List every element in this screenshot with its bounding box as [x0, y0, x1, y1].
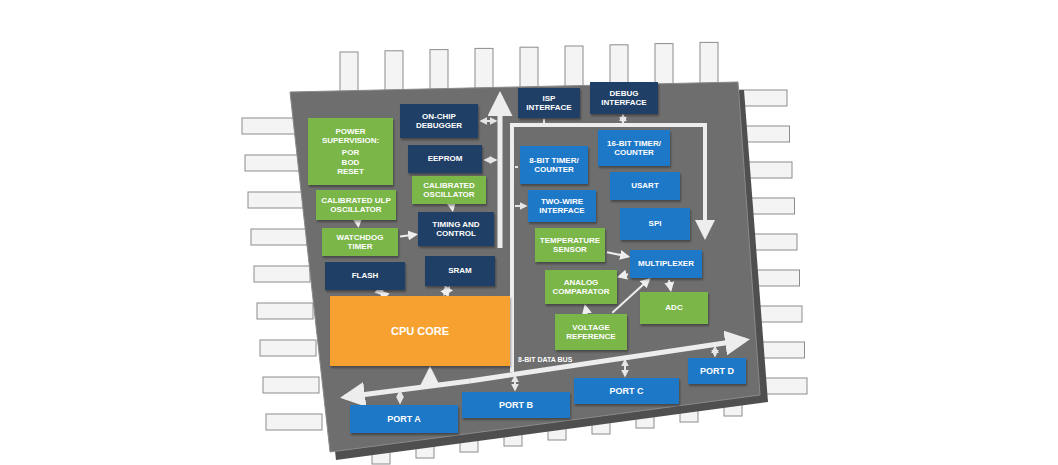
chip-pin: [520, 47, 538, 91]
function-block: CALIBRATED OSCILLATOR: [412, 176, 486, 204]
bus-tap: [515, 166, 518, 168]
block-label: EEPROM: [428, 154, 463, 163]
function-block: SPI: [620, 208, 690, 240]
port-block: PORT A: [350, 405, 458, 433]
chip-pin: [266, 414, 322, 430]
chip-pin: [248, 192, 304, 208]
function-block: POWER SUPERVISION: POR BOD RESET: [308, 118, 393, 185]
block-label: 8-BIT TIMER/ COUNTER: [524, 156, 584, 174]
signal-arrow: [357, 222, 359, 226]
port-block: PORT B: [462, 392, 570, 418]
signal-arrow: [380, 291, 383, 294]
function-block: FLASH: [325, 262, 405, 290]
block-label: TEMPERATURE SENSOR: [539, 236, 601, 254]
function-block: DEBUG INTERFACE: [590, 82, 658, 114]
block-label: ISP INTERFACE: [522, 94, 576, 112]
function-block: ANALOG COMPARATOR: [545, 270, 617, 304]
block-label: 16-BIT TIMER/ COUNTER: [602, 139, 666, 157]
function-block: 8-BIT TIMER/ COUNTER: [520, 146, 588, 184]
block-label: ADC: [665, 303, 682, 312]
block-label: ON-CHIP DEBUGGER: [404, 112, 474, 130]
bus-tap: [481, 120, 496, 122]
port-tap: [714, 347, 716, 356]
block-label: CALIBRATED OSCILLATOR: [416, 181, 482, 199]
signal-arrow: [669, 280, 671, 290]
function-block: ISP INTERFACE: [518, 88, 580, 118]
chip-pin: [385, 51, 403, 95]
port-block: PORT D: [688, 358, 746, 384]
port-tap: [624, 360, 626, 376]
signal-arrow: [400, 234, 416, 236]
bus-tap: [543, 119, 545, 123]
chip-pin: [251, 229, 307, 245]
function-block: 16-BIT TIMER/ COUNTER: [598, 130, 670, 166]
bus-to-cpu: [428, 370, 432, 386]
chip-pin: [260, 340, 316, 356]
data-bus: [498, 96, 503, 248]
function-block: ADC: [640, 292, 708, 324]
block-label: PORT A: [387, 414, 421, 424]
function-block: ON-CHIP DEBUGGER: [400, 104, 478, 138]
bus-label: 8-BIT DATA BUS: [518, 356, 572, 363]
chip-pins: [242, 42, 807, 464]
chip-pin: [700, 42, 718, 86]
function-block: VOLTAGE REFERENCE: [555, 314, 627, 350]
block-label: PORT B: [499, 400, 533, 410]
function-block: EEPROM: [408, 145, 482, 173]
block-label: SPI: [649, 219, 662, 228]
block-label: PORT D: [700, 366, 734, 376]
block-label: PORT C: [609, 386, 643, 396]
function-block: TWO-WIRE INTERFACE: [528, 190, 596, 222]
chip-pin: [245, 155, 301, 171]
block-label: VOLTAGE REFERENCE: [559, 323, 623, 341]
function-block: TIMING AND CONTROL: [418, 212, 494, 246]
block-label: SRAM: [448, 266, 472, 275]
chip-pin: [475, 48, 493, 92]
port-block: PORT C: [574, 378, 679, 404]
block-label: FLASH: [352, 271, 379, 280]
peripheral-bus: [512, 125, 705, 372]
bus-tap: [515, 205, 526, 207]
chip-pin: [257, 303, 313, 319]
chip-pin: [254, 266, 310, 282]
block-label: DEBUG INTERFACE: [594, 89, 654, 107]
chip-pin: [263, 377, 319, 393]
block-detail: POR BOD RESET: [334, 148, 368, 176]
block-label: MULTIPLEXER: [638, 259, 694, 268]
function-block: SRAM: [425, 256, 495, 286]
chip-pin: [242, 118, 298, 134]
bus-tap: [622, 115, 624, 123]
block-label: TIMING AND CONTROL: [422, 220, 490, 238]
signal-arrow: [451, 206, 454, 210]
signal-arrow: [607, 252, 628, 256]
function-block: MULTIPLEXER: [630, 250, 702, 278]
chip-pin: [655, 44, 673, 88]
block-label: ANALOG COMPARATOR: [549, 278, 613, 296]
block-label: CALIBRATED ULP OSCILLATOR: [320, 196, 392, 214]
chip-pin: [565, 46, 583, 90]
block-label: TWO-WIRE INTERFACE: [532, 197, 592, 215]
data-bus: [345, 381, 470, 397]
port-tap: [399, 391, 401, 403]
chip-pin: [430, 50, 448, 94]
cpu-core-block: CPU CORE: [330, 296, 510, 366]
function-block: WATCHDOG TIMER: [322, 228, 398, 256]
signal-arrow: [585, 306, 586, 312]
block-label: CPU CORE: [391, 325, 449, 338]
block-label: USART: [631, 181, 659, 190]
function-block: CALIBRATED ULP OSCILLATOR: [316, 190, 396, 220]
chip-body: [290, 82, 760, 452]
signal-arrow: [444, 288, 448, 295]
function-block: TEMPERATURE SENSOR: [535, 228, 605, 262]
block-label: POWER SUPERVISION:: [312, 127, 389, 145]
function-block: USART: [610, 172, 680, 200]
chip-pin: [340, 52, 358, 96]
block-label: WATCHDOG TIMER: [326, 233, 394, 251]
bus-tap: [485, 159, 496, 161]
signal-arrow: [619, 274, 628, 276]
port-tap: [514, 376, 516, 390]
